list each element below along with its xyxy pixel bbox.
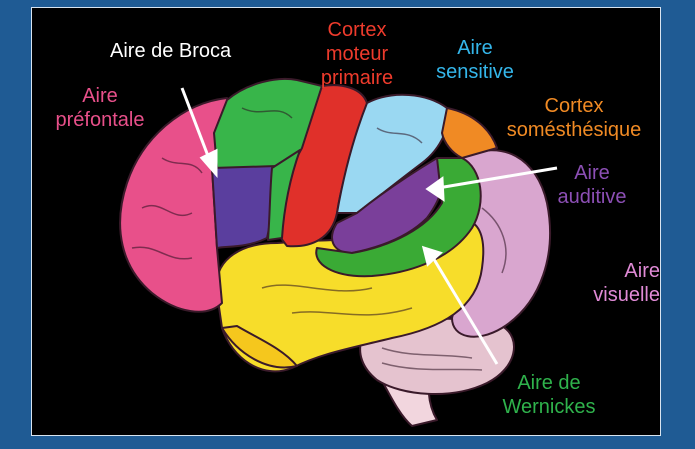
- broca-area-region: [212, 166, 277, 248]
- label-auditory-line2: auditive: [545, 185, 639, 209]
- label-sensory-area: Aire sensitive: [420, 36, 530, 84]
- label-motor-line1: Cortex: [310, 18, 404, 42]
- label-wernicke-line2: Wernickes: [489, 395, 609, 419]
- label-visual-line1: Aire: [580, 259, 660, 283]
- label-prefrontal-line1: Aire: [50, 84, 150, 108]
- label-broca-area: Aire de Broca: [110, 39, 231, 63]
- label-prefrontal-line2: préfontale: [50, 108, 150, 132]
- label-broca-text: Aire de Broca: [110, 40, 231, 62]
- label-sensory-line2: sensitive: [420, 60, 530, 84]
- label-wernicke-area: Aire de Wernickes: [489, 371, 609, 419]
- label-somesthetic-cortex: Cortex somésthésique: [489, 94, 659, 142]
- label-wernicke-line1: Aire de: [489, 371, 609, 395]
- label-motor-line2: moteur: [310, 42, 404, 66]
- diagram-panel: Aire de Broca Aire préfontale Cortex mot…: [31, 7, 661, 436]
- label-sensory-line1: Aire: [420, 36, 530, 60]
- label-prefrontal-area: Aire préfontale: [50, 84, 150, 132]
- label-visual-area: Aire visuelle: [580, 259, 660, 307]
- label-motor-cortex: Cortex moteur primaire: [310, 18, 404, 90]
- label-auditory-line1: Aire: [545, 161, 639, 185]
- label-somesthetic-line2: somésthésique: [489, 118, 659, 142]
- label-somesthetic-line1: Cortex: [489, 94, 659, 118]
- label-visual-line2: visuelle: [580, 283, 660, 307]
- label-auditory-area: Aire auditive: [545, 161, 639, 209]
- label-motor-line3: primaire: [310, 66, 404, 90]
